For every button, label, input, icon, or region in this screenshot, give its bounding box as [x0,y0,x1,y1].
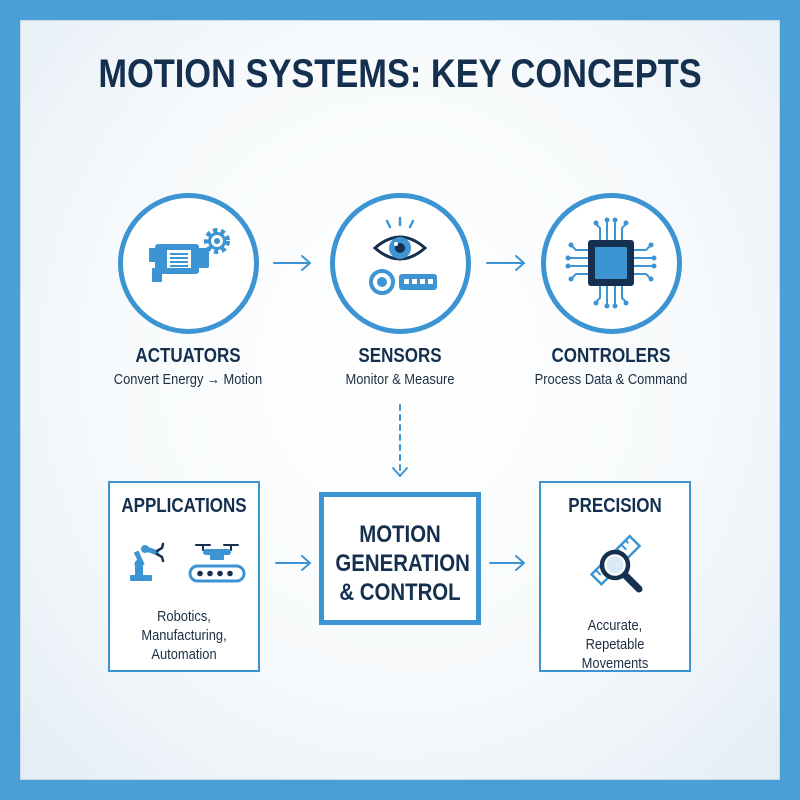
page-title: MOTION SYSTEMS: KEY CONCEPTS [98,52,702,96]
robot-arm-icon [130,542,165,581]
eye-sensor-icon [369,216,437,295]
arrow-main-to-precision [489,555,525,571]
applications-line: Automation [151,646,217,663]
applications-line: Robotics, [157,608,211,625]
sensors-label: SENSORS [358,345,442,367]
sensors-circle [330,193,471,334]
main-line: GENERATION [335,550,470,577]
precision-label: PRECISION [568,495,662,517]
drone-conveyor-icon [188,544,246,583]
actuators-caption: ACTUATORS Convert Energy → Motion [68,345,308,388]
precision-line: Accurate, [587,617,643,634]
precision-description: Accurate, Repetable Movements [551,616,678,673]
applications-label: APPLICATIONS [121,495,247,517]
arrow-actuators-to-sensors [273,255,311,271]
sensors-caption: SENSORS Monitor & Measure [280,345,520,388]
precision-box: PRECISION Accurate, Repetable Movements [539,481,691,672]
precision-line: Repetable Movements [581,636,649,672]
arrow-sensors-to-main-dashed [392,404,408,477]
motion-generation-title: MOTION GENERATION & CONTROL [335,520,470,607]
arrow-sensors-to-controllers [486,255,525,271]
applications-line: Manufacturing, [141,627,227,644]
arrow-applications-to-main [275,555,311,571]
main-line: & CONTROL [339,579,461,606]
applications-box: APPLICATIONS Robotics, Manufact [108,481,260,672]
controllers-sublabel: Process Data & Command [534,371,688,388]
actuators-sublabel: Convert Energy → Motion [113,371,263,388]
main-line: MOTION [359,521,441,548]
sensors-sublabel: Monitor & Measure [345,371,455,388]
controllers-label: CONTROLERS [551,345,671,367]
motion-generation-box: MOTION GENERATION & CONTROL [319,492,481,625]
motor-gear-icon [149,228,230,282]
actuators-circle [118,193,259,334]
applications-description: Robotics, Manufacturing, Automation [120,607,247,664]
controllers-circle [541,193,682,334]
controllers-caption: CONTROLERS Process Data & Command [491,345,731,388]
magnifier-ruler-icon [589,534,643,593]
actuators-label: ACTUATORS [135,345,241,367]
microchip-icon [565,217,657,309]
